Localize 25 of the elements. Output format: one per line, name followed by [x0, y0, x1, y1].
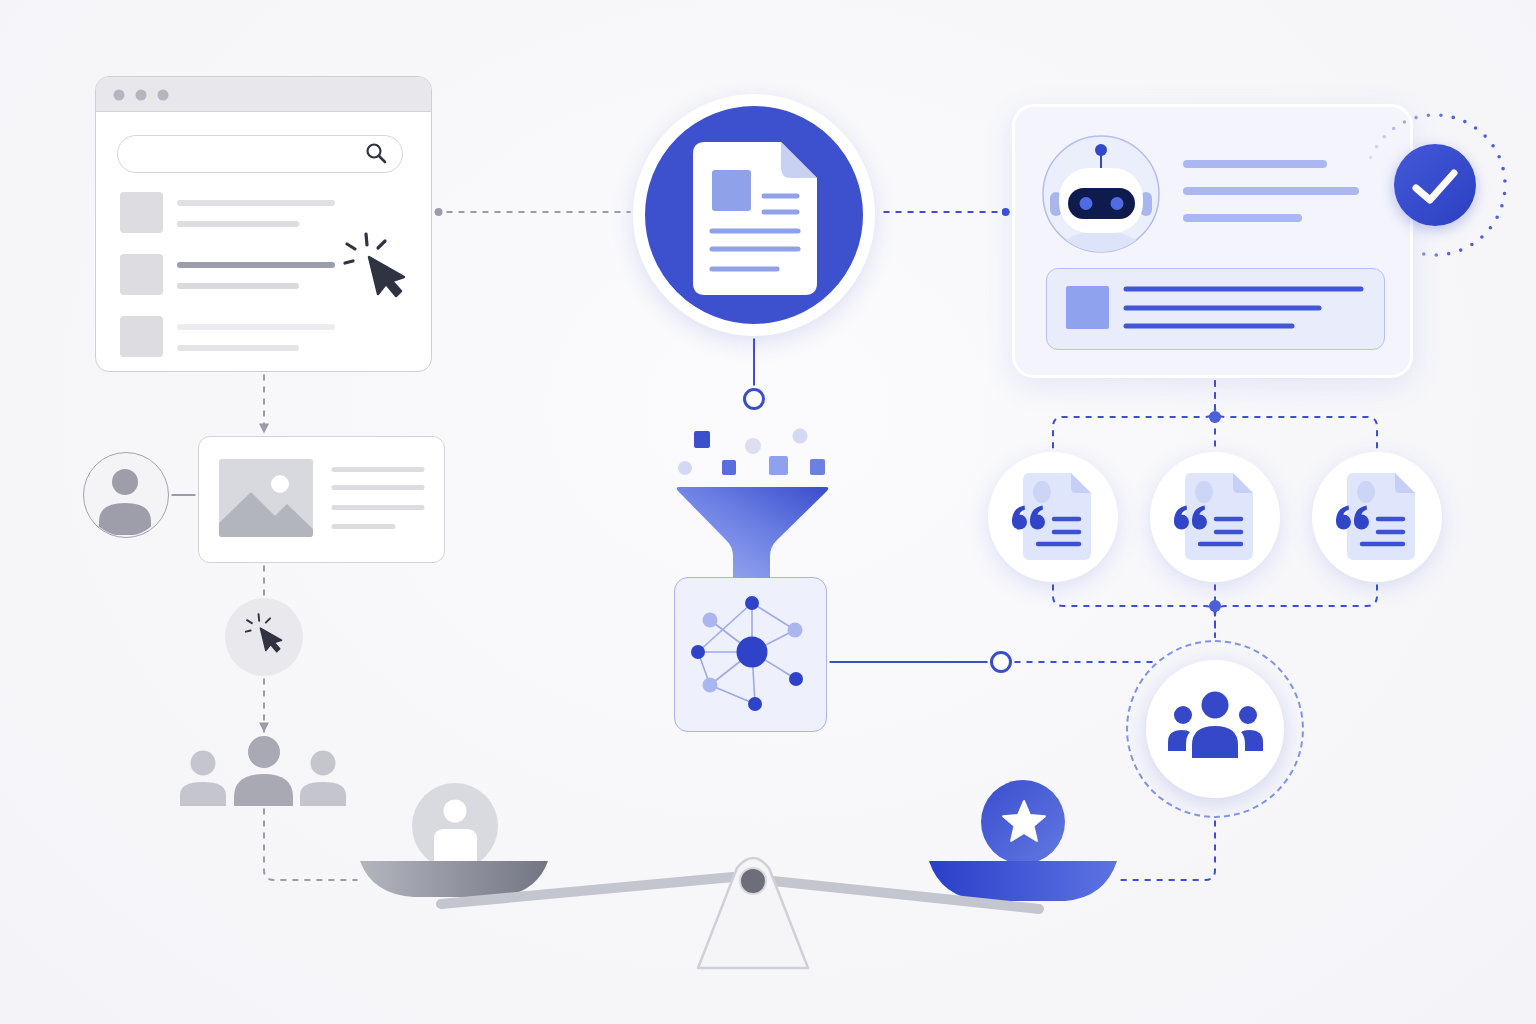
scale-pan [360, 860, 548, 898]
dashed-connector [1118, 819, 1216, 881]
browser-window [95, 76, 432, 372]
dashed-connector [1013, 661, 1154, 663]
ring-marker [990, 651, 1012, 673]
dashed-connector [263, 564, 265, 597]
dashed-connector [876, 208, 1011, 216]
ring-marker [743, 388, 765, 410]
funnel-illustration [675, 428, 830, 578]
dashed-connector [1214, 379, 1378, 451]
arrow [259, 677, 269, 734]
dashed-ring-circle [1126, 640, 1304, 818]
user-group-icon [180, 735, 346, 806]
dashed-connector [1214, 583, 1378, 639]
arrow [259, 373, 269, 435]
dashed-connector [433, 208, 632, 216]
content-card [198, 436, 445, 563]
scale-pan [929, 860, 1117, 902]
connector-line [170, 494, 197, 496]
connector-line [753, 337, 755, 387]
connector-line [828, 661, 989, 663]
ai-answer-card [1012, 104, 1413, 378]
dashed-connector [263, 807, 359, 881]
network-card [674, 577, 827, 732]
check-badge [1394, 144, 1476, 226]
